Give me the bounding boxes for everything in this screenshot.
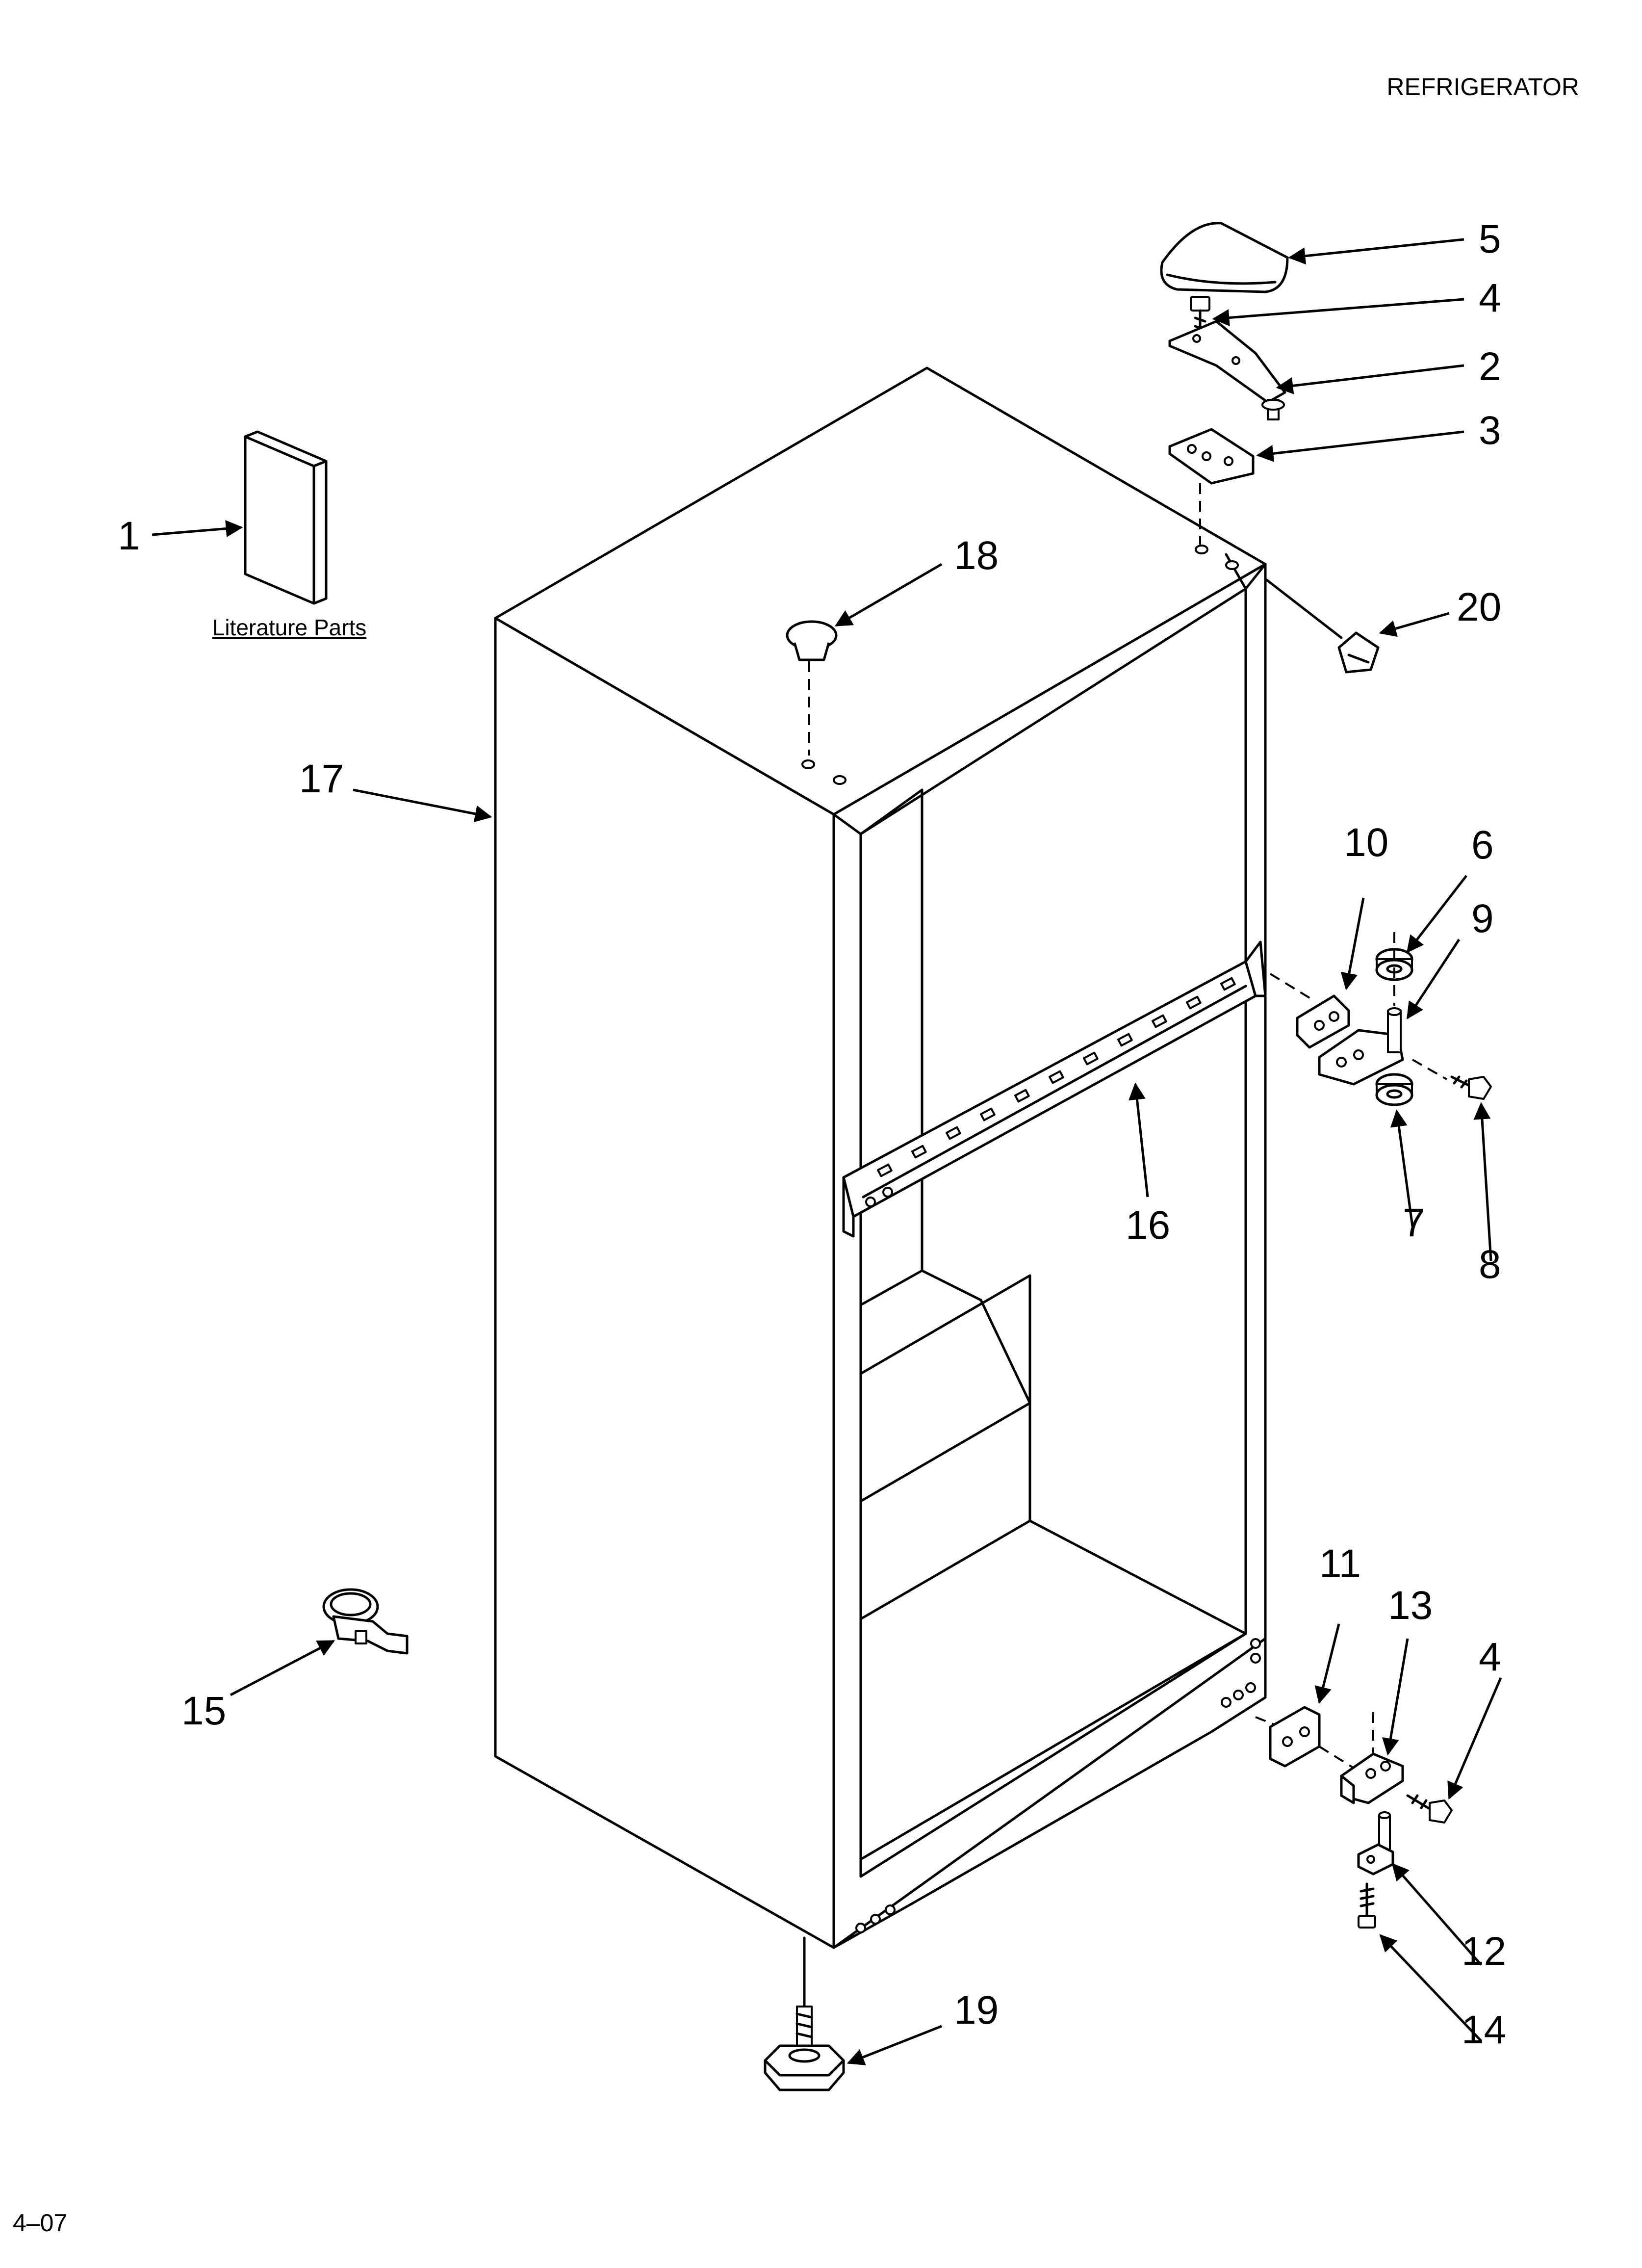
callout-2: 2: [1479, 344, 1501, 389]
callout-17: 17: [299, 756, 344, 801]
top-hinge-shim-drawing: [1168, 428, 1255, 485]
literature-parts-caption: Literature Parts: [212, 615, 366, 640]
bottom-hinge-bolt-drawing: [1358, 1882, 1376, 1929]
bottom-hinge-screw-drawing: [1406, 1794, 1453, 1824]
callout-18: 18: [954, 533, 999, 578]
callout-4-top: 4: [1479, 276, 1501, 320]
hinge-pin-drawing: [1357, 1811, 1394, 1876]
bottom-hinge-drawing: [1340, 1752, 1404, 1804]
callout-1: 1: [118, 514, 140, 558]
center-hinge-shim-drawing: [1296, 994, 1350, 1049]
bottom-hinge-shim-drawing: [1269, 1706, 1321, 1768]
callout-5: 5: [1479, 217, 1501, 261]
callout-8: 8: [1479, 1242, 1501, 1287]
callout-12: 12: [1462, 1929, 1506, 1974]
callout-19: 19: [954, 1988, 999, 2033]
literature-parts-drawing: [244, 430, 328, 605]
washer-bottom-drawing: [1375, 1073, 1413, 1106]
callout-9: 9: [1471, 896, 1494, 941]
divider-rail-drawing: [842, 940, 1267, 1238]
page-code: 4–07: [13, 2209, 67, 2237]
callout-13: 13: [1388, 1583, 1433, 1628]
leveling-leg-drawing: [764, 2006, 845, 2091]
center-hinge-screw-drawing: [1450, 1075, 1492, 1100]
top-hinge-drawing: [1168, 320, 1286, 420]
callout-6: 6: [1471, 823, 1494, 867]
cabinet-drawing: [494, 366, 1267, 1949]
plug-button-drawing: [786, 620, 838, 661]
clip-drawing: [322, 1588, 409, 1655]
center-hinge-drawing: [1318, 1007, 1404, 1086]
hinge-cap-drawing: [1337, 631, 1380, 674]
page-title: REFRIGERATOR: [1386, 73, 1579, 101]
callout-7: 7: [1403, 1200, 1425, 1245]
callout-16: 16: [1126, 1203, 1170, 1248]
callout-labels: 1 2 3 4 4 5 6 7 8 9 10 11 12 13 14 15 16…: [118, 217, 1506, 2052]
callout-15: 15: [181, 1689, 226, 1733]
callout-4-bottom: 4: [1479, 1635, 1501, 1679]
callout-14: 14: [1462, 2007, 1506, 2052]
top-hinge-cover-drawing: [1160, 222, 1289, 293]
callout-10: 10: [1344, 820, 1388, 865]
callout-11: 11: [1319, 1541, 1361, 1586]
callout-3: 3: [1479, 408, 1501, 453]
leader-lines: [152, 238, 1502, 2065]
callout-20: 20: [1457, 585, 1501, 629]
